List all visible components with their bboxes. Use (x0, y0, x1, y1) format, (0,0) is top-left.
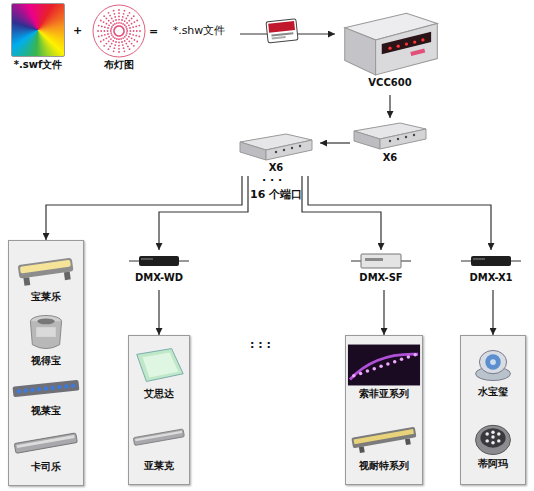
fixture-node: 水宝玺 (461, 344, 525, 404)
decoder-node: DMX-WD (128, 250, 190, 290)
fixture-group: 宝莱乐视得宝视莱宝卡司乐 (8, 240, 84, 486)
continuation-mark: : : : (250, 338, 271, 351)
arrow-connector (308, 176, 491, 250)
device-illustration (128, 250, 190, 272)
device-illustration (461, 416, 525, 458)
port-count-note: 16 个端口 (250, 187, 302, 202)
device-illustration (5, 3, 71, 59)
sd-card-icon (266, 19, 298, 43)
device-illustration (346, 342, 422, 388)
device-illustration (9, 311, 83, 355)
fixture-group: 索菲亚系列视耐特系列 (345, 335, 423, 485)
fixture-node: 视耐特系列 (346, 416, 422, 478)
arrow-connector (158, 290, 159, 335)
device-illustration (232, 130, 320, 162)
device-illustration (129, 416, 189, 460)
fixture-node: 索菲亚系列 (346, 342, 422, 406)
node-label: 宝莱乐 (31, 291, 61, 303)
device-illustration (460, 250, 522, 272)
ellipsis-mark: · · · (262, 174, 282, 187)
arrow-connector (159, 176, 248, 250)
device-illustration (335, 5, 445, 77)
device-illustration (9, 251, 83, 291)
file-node: *.swf文件 (5, 3, 71, 77)
arrow-connector (492, 290, 493, 335)
device-illustration (350, 118, 430, 152)
node-label: *.swf文件 (14, 59, 63, 71)
node-label: 艾思达 (144, 388, 174, 400)
arrow-connector (302, 176, 381, 250)
device-illustration (9, 373, 83, 405)
node-label: 视得宝 (31, 355, 61, 367)
controller-node: VCC600 (335, 5, 445, 95)
node-label: DMX-SF (359, 272, 402, 284)
node-label: 视莱宝 (31, 405, 61, 417)
fixture-node: 宝莱乐 (9, 251, 83, 309)
fixture-group: 艾思达亚莱克 (128, 335, 190, 485)
device-illustration (461, 344, 525, 386)
fixture-node: 视莱宝 (9, 373, 83, 423)
decoder-node: DMX-SF (350, 250, 412, 290)
fixture-node: 视得宝 (9, 311, 83, 371)
arrow-connector (46, 176, 242, 240)
device-illustration (86, 3, 152, 59)
plus-sign: + (73, 24, 82, 37)
file-node: *.shw文件 (158, 25, 240, 43)
node-label: X6 (383, 152, 398, 164)
node-label: DMX-WD (135, 272, 183, 284)
splitter-node: X6 (232, 130, 320, 176)
node-label: 视耐特系列 (359, 460, 409, 472)
decoder-node: DMX-X1 (460, 250, 522, 290)
device-illustration (346, 416, 422, 460)
fixture-node: 蒂阿玛 (461, 416, 525, 476)
node-label: X6 (269, 162, 284, 174)
fixture-node: 卡司乐 (9, 427, 83, 479)
fixture-node: 艾思达 (129, 344, 189, 406)
equals-sign: = (149, 25, 158, 38)
splitter-node: X6 (350, 118, 430, 168)
node-label: DMX-X1 (469, 272, 512, 284)
arrow-connector (383, 290, 384, 335)
arrow-connector (320, 142, 350, 143)
node-label: 水宝玺 (478, 386, 508, 398)
node-label: 布灯图 (104, 59, 134, 71)
layout-map-node: 布灯图 (86, 3, 152, 77)
arrow-connector (389, 95, 390, 118)
device-illustration (129, 344, 189, 388)
device-illustration (350, 250, 412, 272)
node-label: 索菲亚系列 (359, 388, 409, 400)
node-label: VCC600 (368, 77, 411, 89)
node-label: *.shw文件 (173, 25, 226, 37)
fixture-node: 亚莱克 (129, 416, 189, 478)
node-label: 亚莱克 (144, 460, 174, 472)
node-label: 卡司乐 (31, 461, 61, 473)
node-label: 蒂阿玛 (478, 458, 508, 470)
device-illustration (9, 427, 83, 461)
fixture-group: 水宝玺蒂阿玛 (460, 335, 526, 485)
arrow-connector (240, 33, 335, 34)
